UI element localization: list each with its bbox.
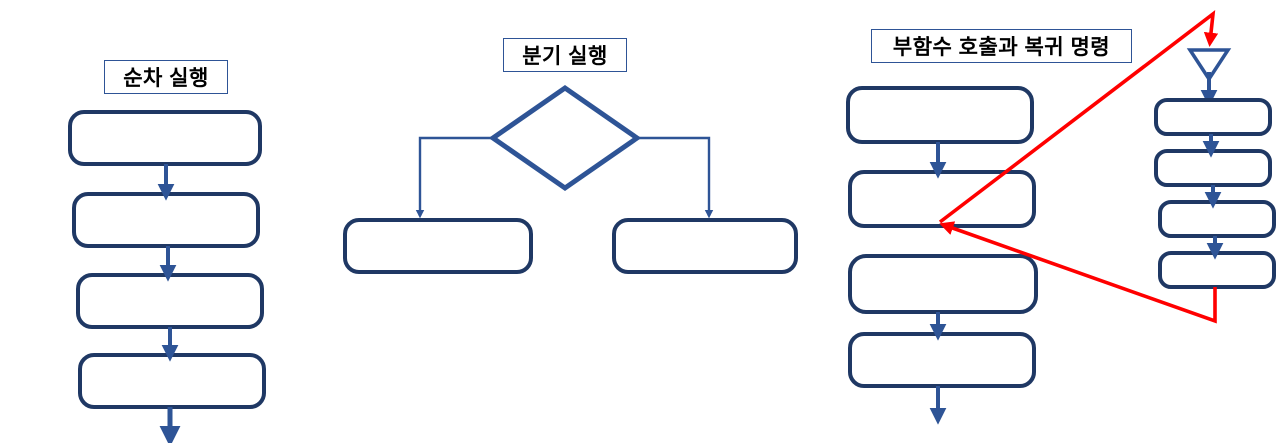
subroutine-entry-marker-icon <box>1186 48 1232 83</box>
node-caller-step-1[interactable] <box>846 86 1034 144</box>
node-caller-step-4[interactable] <box>848 332 1036 388</box>
title-sequential: 순차 실행 <box>104 60 228 94</box>
node-sub-step-2[interactable] <box>1154 149 1272 187</box>
title-subroutine-label: 부함수 호출과 복귀 명령 <box>892 36 1111 59</box>
subroutine-group <box>1154 48 1276 289</box>
title-branch-label: 분기 실행 <box>522 45 608 68</box>
caller-group <box>846 86 1038 425</box>
return-arrow <box>939 221 1217 324</box>
node-branch-decision[interactable] <box>488 84 642 192</box>
connector-branch-arrow-right <box>637 136 714 219</box>
node-seq-step-3[interactable] <box>76 273 264 329</box>
node-sub-step-3[interactable] <box>1158 200 1276 238</box>
node-sub-step-4[interactable] <box>1158 251 1276 289</box>
title-sequential-label: 순차 실행 <box>123 67 209 90</box>
node-branch-true-step[interactable] <box>343 218 533 274</box>
node-branch-false-step[interactable] <box>612 218 798 274</box>
node-seq-step-1[interactable] <box>68 110 262 166</box>
node-sub-step-1[interactable] <box>1154 98 1272 136</box>
title-branch: 분기 실행 <box>503 38 627 72</box>
branch-group <box>343 84 798 274</box>
node-caller-step-2[interactable] <box>848 170 1036 228</box>
node-seq-step-4[interactable] <box>78 353 266 409</box>
connector-branch-arrow-left <box>415 136 493 219</box>
sequential-group <box>68 110 266 443</box>
node-seq-step-2[interactable] <box>72 192 260 248</box>
call-arrow <box>938 10 1219 224</box>
title-subroutine: 부함수 호출과 복귀 명령 <box>871 29 1132 63</box>
call-return-links <box>938 10 1219 324</box>
node-caller-step-3[interactable] <box>848 254 1038 314</box>
